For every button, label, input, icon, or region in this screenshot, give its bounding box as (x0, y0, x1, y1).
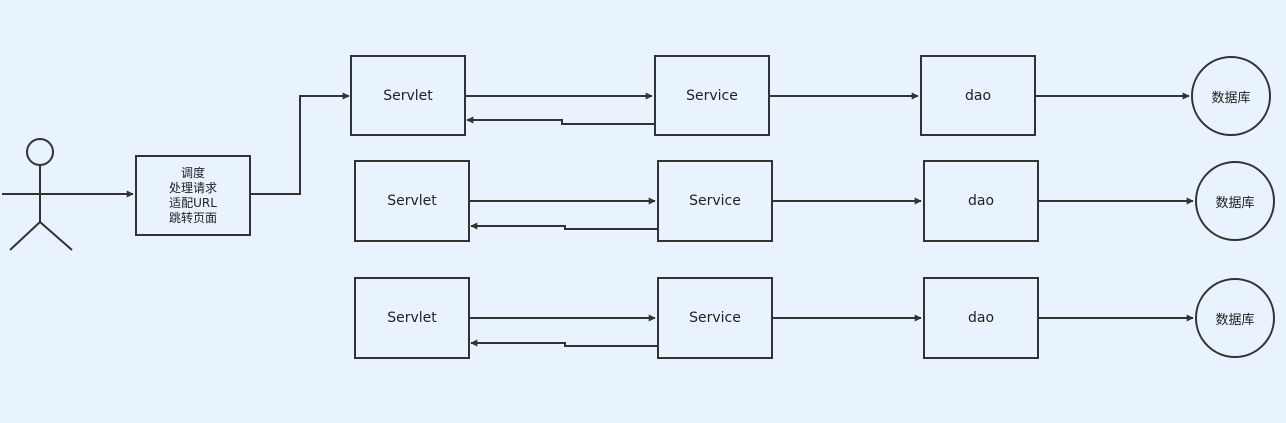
actor-left-leg (9, 221, 41, 251)
servlet-label: Servlet (387, 193, 437, 209)
arrow-service-to-servlet (466, 116, 654, 125)
dispatcher-box[interactable]: 调度 处理请求 适配URL 跳转页面 (135, 155, 251, 236)
arrow-service-to-servlet (470, 339, 657, 347)
dispatcher-line-3: 适配URL (169, 195, 217, 210)
database-circle[interactable]: 数据库 (1195, 161, 1275, 241)
service-box[interactable]: Service (657, 277, 773, 359)
dao-box[interactable]: dao (923, 277, 1039, 359)
service-box[interactable]: Service (654, 55, 770, 136)
actor-head (26, 138, 54, 166)
service-label: Service (689, 310, 741, 326)
dao-box[interactable]: dao (920, 55, 1036, 136)
dao-label: dao (964, 87, 992, 104)
dao-label: dao (967, 310, 995, 326)
dispatcher-line-2: 处理请求 (168, 180, 217, 195)
database-label: 数据库 (1215, 195, 1255, 211)
actor-right-leg (39, 221, 73, 251)
service-label: Service (686, 87, 738, 104)
servlet-label: Servlet (383, 87, 433, 104)
database-circle[interactable]: 数据库 (1195, 278, 1275, 358)
database-label: 数据库 (1211, 90, 1251, 106)
dao-box[interactable]: dao (923, 160, 1039, 242)
dao-label: dao (967, 193, 995, 209)
service-label: Service (689, 193, 741, 209)
servlet-label: Servlet (387, 310, 437, 326)
service-box[interactable]: Service (657, 160, 773, 242)
servlet-box[interactable]: Servlet (354, 277, 470, 359)
arrow-dispatcher-to-servlet (250, 92, 350, 195)
dispatcher-line-1: 调度 (180, 165, 205, 180)
servlet-box[interactable]: Servlet (350, 55, 466, 136)
servlet-box[interactable]: Servlet (354, 160, 470, 242)
arrow-service-to-servlet (470, 222, 657, 230)
database-circle[interactable]: 数据库 (1191, 56, 1271, 136)
database-label: 数据库 (1215, 312, 1255, 328)
dispatcher-line-4: 跳转页面 (168, 210, 217, 225)
